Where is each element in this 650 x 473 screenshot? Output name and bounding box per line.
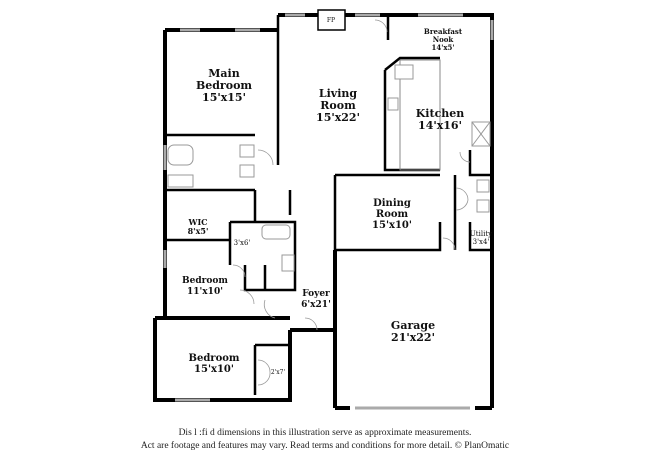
room-size: 15'x10' — [194, 364, 234, 375]
room-name: Garage — [390, 319, 436, 332]
exterior-walls — [153, 13, 494, 410]
room-closet-hall: 3'x6' — [234, 239, 251, 247]
room-size: 14'x5' — [431, 43, 455, 52]
room-size: 8'x5' — [187, 226, 209, 236]
room-closet-bedroom-3: 2'x7' — [271, 369, 285, 377]
room-size: 2'x7' — [270, 369, 286, 376]
room-size: 11'x10' — [187, 287, 223, 297]
room-name: Breakfast Nook — [423, 27, 463, 44]
room-size: 3'x4' — [472, 238, 490, 246]
fireplace-label: FP — [326, 17, 336, 24]
room-name: Main Bedroom — [195, 67, 253, 92]
room-name: Bedroom — [182, 276, 228, 286]
room-size: 14'x16' — [418, 119, 462, 132]
door-swings — [232, 19, 471, 386]
room-name: Kitchen — [415, 107, 465, 120]
room-size: 3'x6' — [233, 239, 251, 247]
room-size: 21'x22' — [391, 331, 435, 344]
room-name: Bedroom — [188, 353, 240, 364]
room-size: 15'x15' — [202, 91, 246, 104]
room-name: WIC — [188, 217, 208, 227]
fixtures — [167, 59, 491, 272]
fireplace — [317, 9, 346, 31]
interior-walls — [165, 15, 492, 395]
room-name: Utility — [469, 230, 493, 238]
disclaimer-line-1: Dis l :fi d dimensions in this illustrat… — [178, 428, 472, 438]
disclaimer-line-2: Act are footage and features may vary. R… — [140, 441, 510, 451]
room-size: 6'x21' — [301, 300, 331, 310]
windows — [163, 13, 494, 410]
room-name: Dining Room — [373, 198, 411, 220]
room-size: 15'x10' — [372, 220, 412, 231]
room-name: Living Room — [318, 87, 358, 112]
room-name: Foyer — [302, 289, 330, 299]
room-size: 15'x22' — [316, 111, 360, 124]
